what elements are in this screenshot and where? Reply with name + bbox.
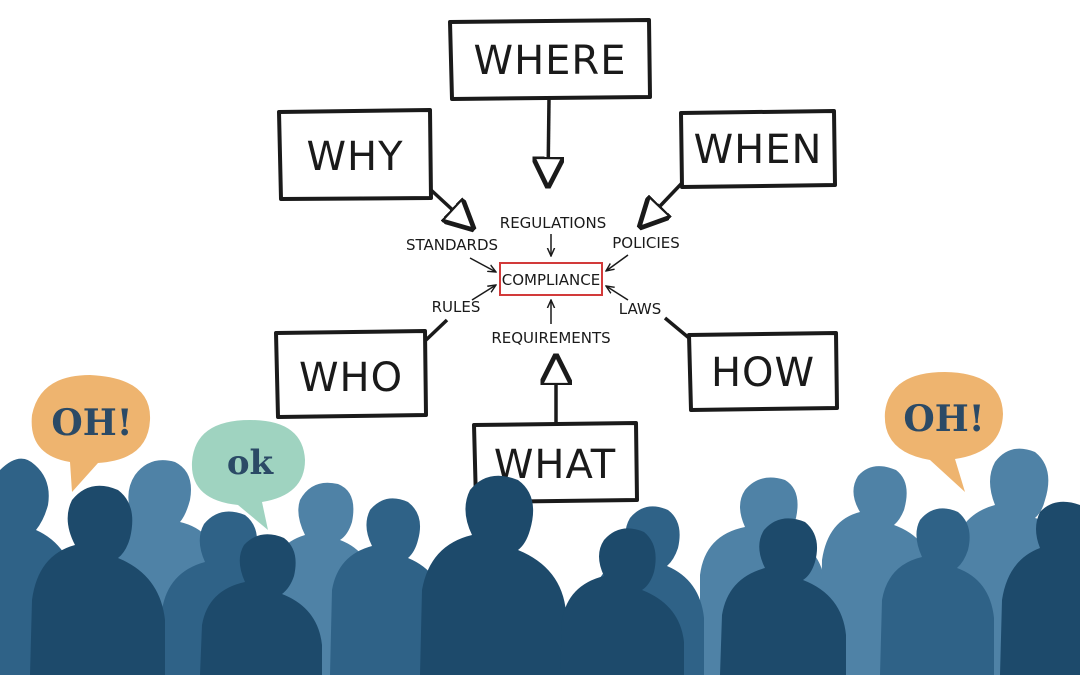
rules-label: RULES [432,298,481,316]
crowd-front-row [30,475,1080,675]
bubble-middle-text: ok [227,443,275,483]
rules-arrow [471,285,496,301]
bubble-left: OH! [31,375,151,492]
laws-arrow [606,286,629,301]
bubble-middle: ok [191,420,305,530]
policies-arrow [606,254,629,271]
how-label: HOW [711,350,815,396]
source-arrows [469,234,629,324]
where-box: WHERE [448,18,652,101]
compliance-center: COMPLIANCE [499,262,603,296]
how-box: HOW [687,331,839,412]
why-box: WHY [277,108,433,201]
when-label: WHEN [694,127,823,173]
when-arrow [643,181,684,224]
standards-arrow [469,257,496,272]
why-arrow [429,188,470,226]
question-arrows [424,98,691,423]
bubble-right: OH! [884,372,1003,492]
requirements-label: REQUIREMENTS [491,329,610,347]
bubble-right-text: OH! [903,398,984,440]
how-connector [663,316,691,340]
why-label: WHY [306,134,403,180]
who-connector [424,318,449,342]
bubble-left-text: OH! [51,402,132,444]
policies-label: POLICIES [612,234,680,252]
where-label: WHERE [474,38,627,84]
crowd [0,448,1080,675]
where-arrow [548,98,549,182]
who-label: WHO [299,355,403,401]
laws-label: LAWS [619,300,662,318]
regulations-label: REGULATIONS [500,214,606,232]
standards-label: STANDARDS [406,236,498,254]
who-box: WHO [274,329,428,419]
when-box: WHEN [679,109,837,189]
compliance-label: COMPLIANCE [502,271,600,289]
